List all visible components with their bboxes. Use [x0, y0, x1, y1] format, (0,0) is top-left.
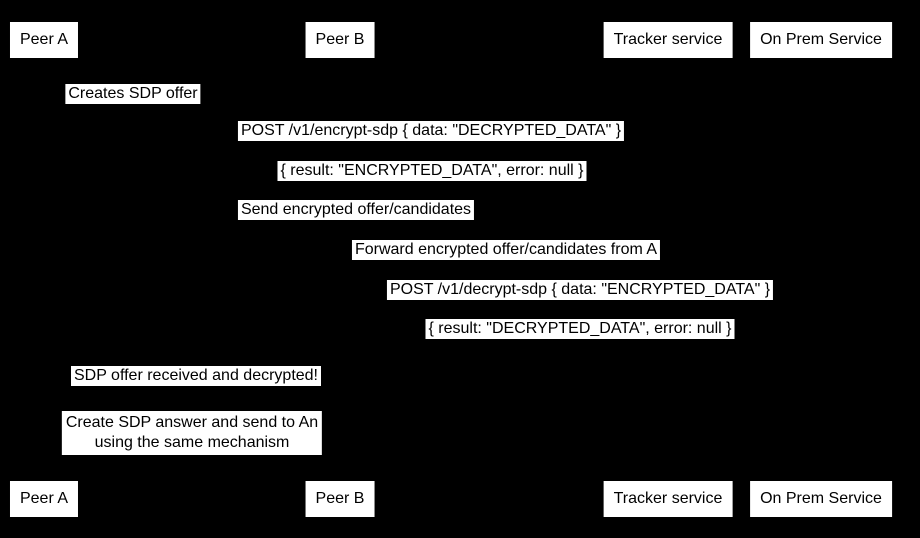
participant-tracker-service-bottom: Tracker service	[603, 481, 733, 517]
message-encrypt-result: { result: "ENCRYPTED_DATA", error: null …	[277, 161, 587, 181]
participant-on-prem-service-top: On Prem Service	[750, 22, 892, 58]
participant-peer-a-bottom: Peer A	[9, 481, 79, 517]
message-sdp-offer-received: SDP offer received and decrypted!	[71, 366, 321, 386]
message-post-decrypt-sdp: POST /v1/decrypt-sdp { data: "ENCRYPTED_…	[386, 280, 774, 300]
participant-peer-b-bottom: Peer B	[305, 481, 375, 517]
participant-tracker-service-top: Tracker service	[603, 22, 733, 58]
message-forward-encrypted-offer: Forward encrypted offer/candidates from …	[351, 240, 661, 260]
note-create-sdp-answer: Create SDP answer and send to An using t…	[61, 411, 323, 455]
message-post-encrypt-sdp: POST /v1/encrypt-sdp { data: "DECRYPTED_…	[237, 121, 625, 141]
participant-peer-a-top: Peer A	[9, 22, 79, 58]
message-send-encrypted-offer: Send encrypted offer/candidates	[237, 200, 475, 220]
message-creates-sdp-offer: Creates SDP offer	[65, 84, 201, 104]
participant-peer-b-top: Peer B	[305, 22, 375, 58]
participant-on-prem-service-bottom: On Prem Service	[750, 481, 892, 517]
message-decrypt-result: { result: "DECRYPTED_DATA", error: null …	[425, 319, 735, 339]
